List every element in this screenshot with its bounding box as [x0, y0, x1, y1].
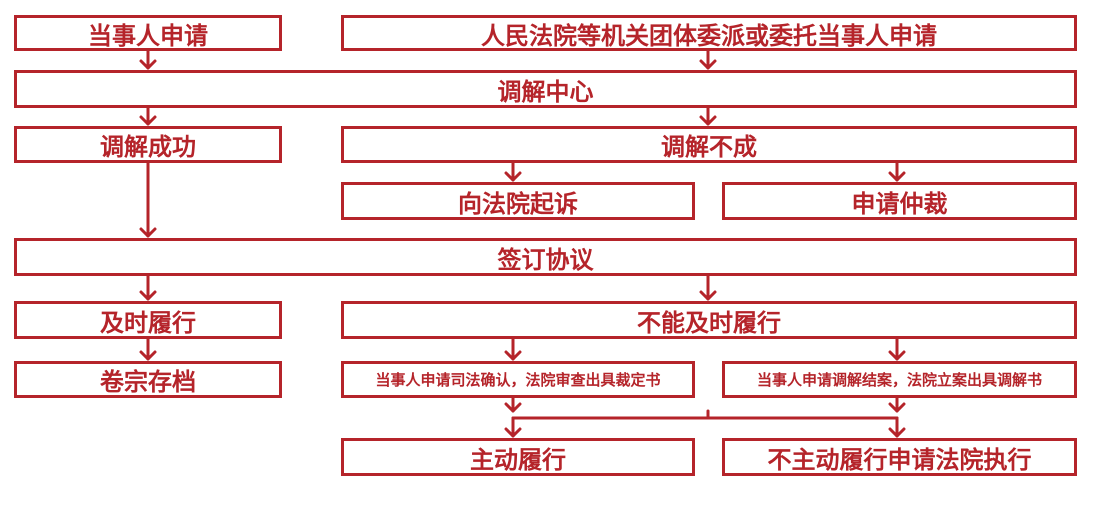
- node-judicial-confirmation: 当事人申请司法确认，法院审查出具裁定书: [341, 361, 695, 398]
- node-voluntary-performance: 主动履行: [341, 438, 695, 476]
- node-archive-file: 卷宗存档: [14, 361, 282, 398]
- node-sign-agreement: 签订协议: [14, 238, 1077, 276]
- node-apply-arbitration: 申请仲裁: [722, 182, 1077, 220]
- node-untimely-performance: 不能及时履行: [341, 301, 1077, 339]
- node-court-delegation: 人民法院等机关团体委派或委托当事人申请: [341, 15, 1077, 51]
- node-mediation-success: 调解成功: [14, 126, 282, 163]
- node-mediation-closure: 当事人申请调解结案，法院立案出具调解书: [722, 361, 1077, 398]
- node-sue-in-court: 向法院起诉: [341, 182, 695, 220]
- node-enforcement-application: 不主动履行申请法院执行: [722, 438, 1077, 476]
- node-timely-performance: 及时履行: [14, 301, 282, 339]
- node-mediation-failed: 调解不成: [341, 126, 1077, 163]
- node-applicant-request: 当事人申请: [14, 15, 282, 51]
- node-mediation-center: 调解中心: [14, 70, 1077, 108]
